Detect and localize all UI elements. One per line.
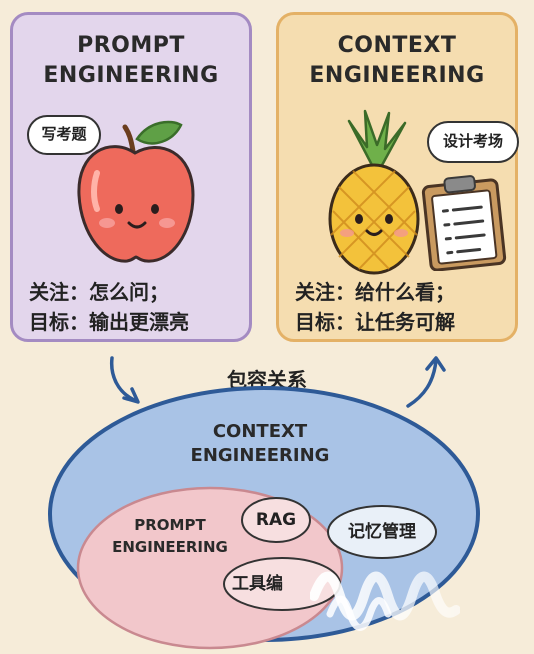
apple-icon [77,120,195,263]
prompt-engineering-venn-label: PROMPT ENGINEERING [112,516,228,556]
clipboard-icon [421,175,507,271]
context-focus-text: 关注：给什么看； [295,280,455,304]
prompt-engineering-description: 关注：怎么问； 目标：输出更漂亮 [29,277,239,337]
watermark-wave-icon [310,571,460,631]
memory-management-label: 记忆管理 [348,522,416,542]
rag-ellipse [241,497,311,543]
speech-bubble-design-exam-room: 设计考场 [427,121,519,163]
curved-arrow-up-icon [406,356,446,408]
memory-ellipse [327,505,437,559]
context-engineering-title: CONTEXT ENGINEERING [309,33,485,88]
curved-arrow-down-icon [109,356,140,404]
context-engineering-venn-label: CONTEXT ENGINEERING [190,421,330,466]
prompt-engineering-title: PROMPT ENGINEERING [43,33,219,88]
speech-bubble-write-questions: 写考题 [27,115,101,155]
context-engineering-panel: CONTEXT ENGINEERING 设计考场 关注：给什么看 [276,12,519,342]
pineapple-icon [328,109,420,275]
prompt-focus-text: 关注：怎么问； [29,280,169,304]
context-goal-text: 目标：让任务可解 [295,310,455,334]
rag-label: RAG [255,510,297,530]
prompt-engineering-panel: PROMPT ENGINEERING 写考题 关注：怎么问； 目标：输出更漂亮 [10,12,252,342]
prompt-goal-text: 目标：输出更漂亮 [29,310,189,334]
tool-orchestration-label: 工具编 [232,574,283,594]
context-engineering-description: 关注：给什么看； 目标：让任务可解 [295,277,505,337]
